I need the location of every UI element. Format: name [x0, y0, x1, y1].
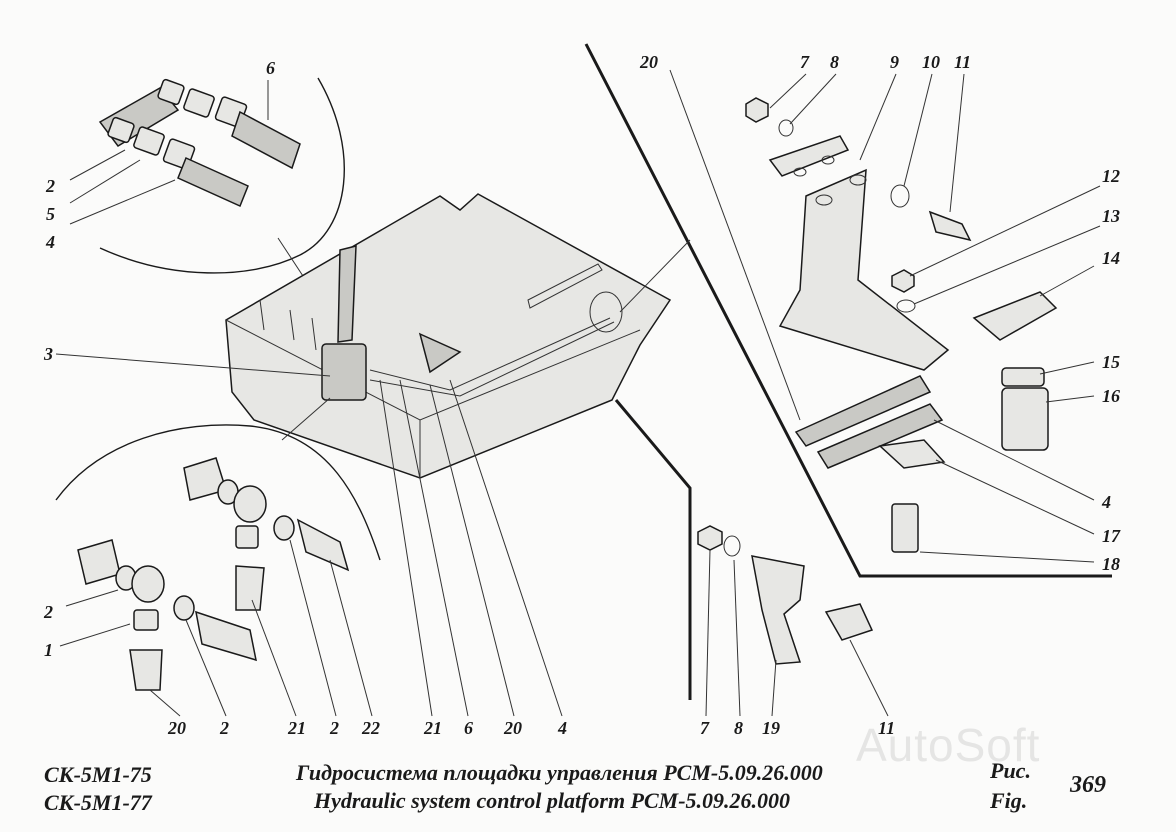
figure-number: 369 [1070, 772, 1106, 798]
callout-20: 20 [639, 52, 658, 72]
callout-12: 12 [1102, 166, 1120, 186]
callout-17: 17 [1102, 526, 1121, 546]
bottom-left-detail [55, 353, 563, 717]
model-code-1: СК-5М1-75 [44, 762, 152, 787]
callout-3: 3 [43, 344, 53, 364]
callout-21: 21 [287, 718, 306, 738]
figure-label-english: Fig. [990, 788, 1028, 813]
callout-6: 6 [464, 718, 473, 738]
model-code-2: СК-5М1-77 [44, 790, 152, 815]
callout-4: 4 [557, 718, 567, 738]
callout-2: 2 [329, 718, 339, 738]
callout-14: 14 [1102, 248, 1120, 268]
callout-7: 7 [800, 52, 810, 72]
callout-2: 2 [43, 602, 53, 622]
platform-body [225, 193, 672, 479]
callout-20: 20 [167, 718, 186, 738]
callouts: 6 2 5 4 3 2 1 20 2 21 2 22 21 6 20 4 20 … [43, 52, 1121, 738]
callout-5: 5 [46, 204, 55, 224]
callout-1: 1 [44, 640, 53, 660]
caption-title-russian: Гидросистема площадки управления РСМ-5.0… [296, 760, 823, 785]
top-left-detail [69, 77, 346, 341]
callout-9: 9 [890, 52, 899, 72]
callout-10: 10 [922, 52, 940, 72]
callout-16: 16 [1102, 386, 1120, 406]
callout-2: 2 [219, 718, 229, 738]
bracket-detail [584, 43, 1112, 717]
callout-20: 20 [503, 718, 522, 738]
callout-2: 2 [45, 176, 55, 196]
callout-22: 22 [361, 718, 380, 738]
callout-15: 15 [1102, 352, 1120, 372]
callout-4: 4 [1101, 492, 1111, 512]
callout-7: 7 [700, 718, 710, 738]
callout-19: 19 [762, 718, 780, 738]
callout-18: 18 [1102, 554, 1120, 574]
watermark: AutoSoft [856, 719, 1041, 771]
callout-8: 8 [734, 718, 743, 738]
callout-4: 4 [45, 232, 55, 252]
callout-6: 6 [266, 58, 275, 78]
callout-11: 11 [878, 718, 895, 738]
callout-21: 21 [423, 718, 442, 738]
callout-8: 8 [830, 52, 839, 72]
caption-title-english: Hydraulic system control platform РСМ-5.… [314, 788, 791, 813]
callout-13: 13 [1102, 206, 1120, 226]
callout-11: 11 [954, 52, 971, 72]
figure-label-russian: Рис. [990, 758, 1031, 783]
